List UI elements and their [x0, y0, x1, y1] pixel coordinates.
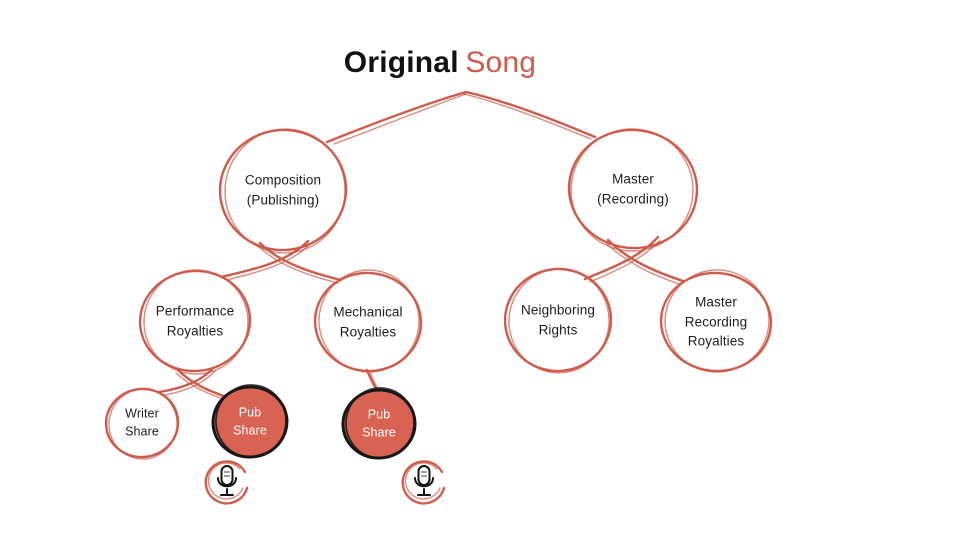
microphone-icon	[204, 460, 249, 505]
composition-node-label: Composition (Publishing)	[244, 172, 322, 207]
title-accent: Song	[465, 46, 537, 79]
neighboring-node-circle	[503, 267, 613, 374]
edge-root-master-line	[463, 90, 597, 140]
writer-share-node-circle	[104, 387, 180, 460]
edge-root-composition-line	[325, 90, 468, 145]
master-recording-node-label: Master Recording Royalties	[684, 294, 748, 349]
writer-share-node-label: Writer Share	[125, 406, 159, 439]
neighboring-node-label: Neighboring Rights	[521, 302, 595, 337]
microphone-icon	[401, 460, 446, 505]
performance-node-circle	[138, 269, 252, 375]
composition-node-circle	[218, 128, 348, 254]
mechanical-node-label: Mechanical Royalties	[333, 304, 403, 339]
pub-share-mechanical-node-circle	[341, 387, 417, 460]
master-node-circle	[567, 128, 699, 252]
pub-share-performance-node-label: Pub Share	[233, 405, 267, 438]
edge-composition-mechanical-line	[257, 241, 343, 284]
mechanical-node-circle	[313, 269, 423, 373]
edge-performance-writershare-line	[157, 366, 216, 396]
master-node-label: Master (Recording)	[597, 171, 669, 206]
edge-composition-performance-line	[219, 239, 311, 281]
master-recording-node-circle	[659, 269, 773, 373]
title-primary: Original	[343, 46, 459, 79]
edge-master-neighboring-line	[583, 235, 661, 283]
pub-share-performance-node-circle	[211, 384, 289, 459]
performance-node-label: Performance Royalties	[155, 303, 235, 338]
edge-master-masterrecording-line	[605, 238, 685, 285]
pub-share-mechanical-node-label: Pub Share	[362, 407, 396, 440]
